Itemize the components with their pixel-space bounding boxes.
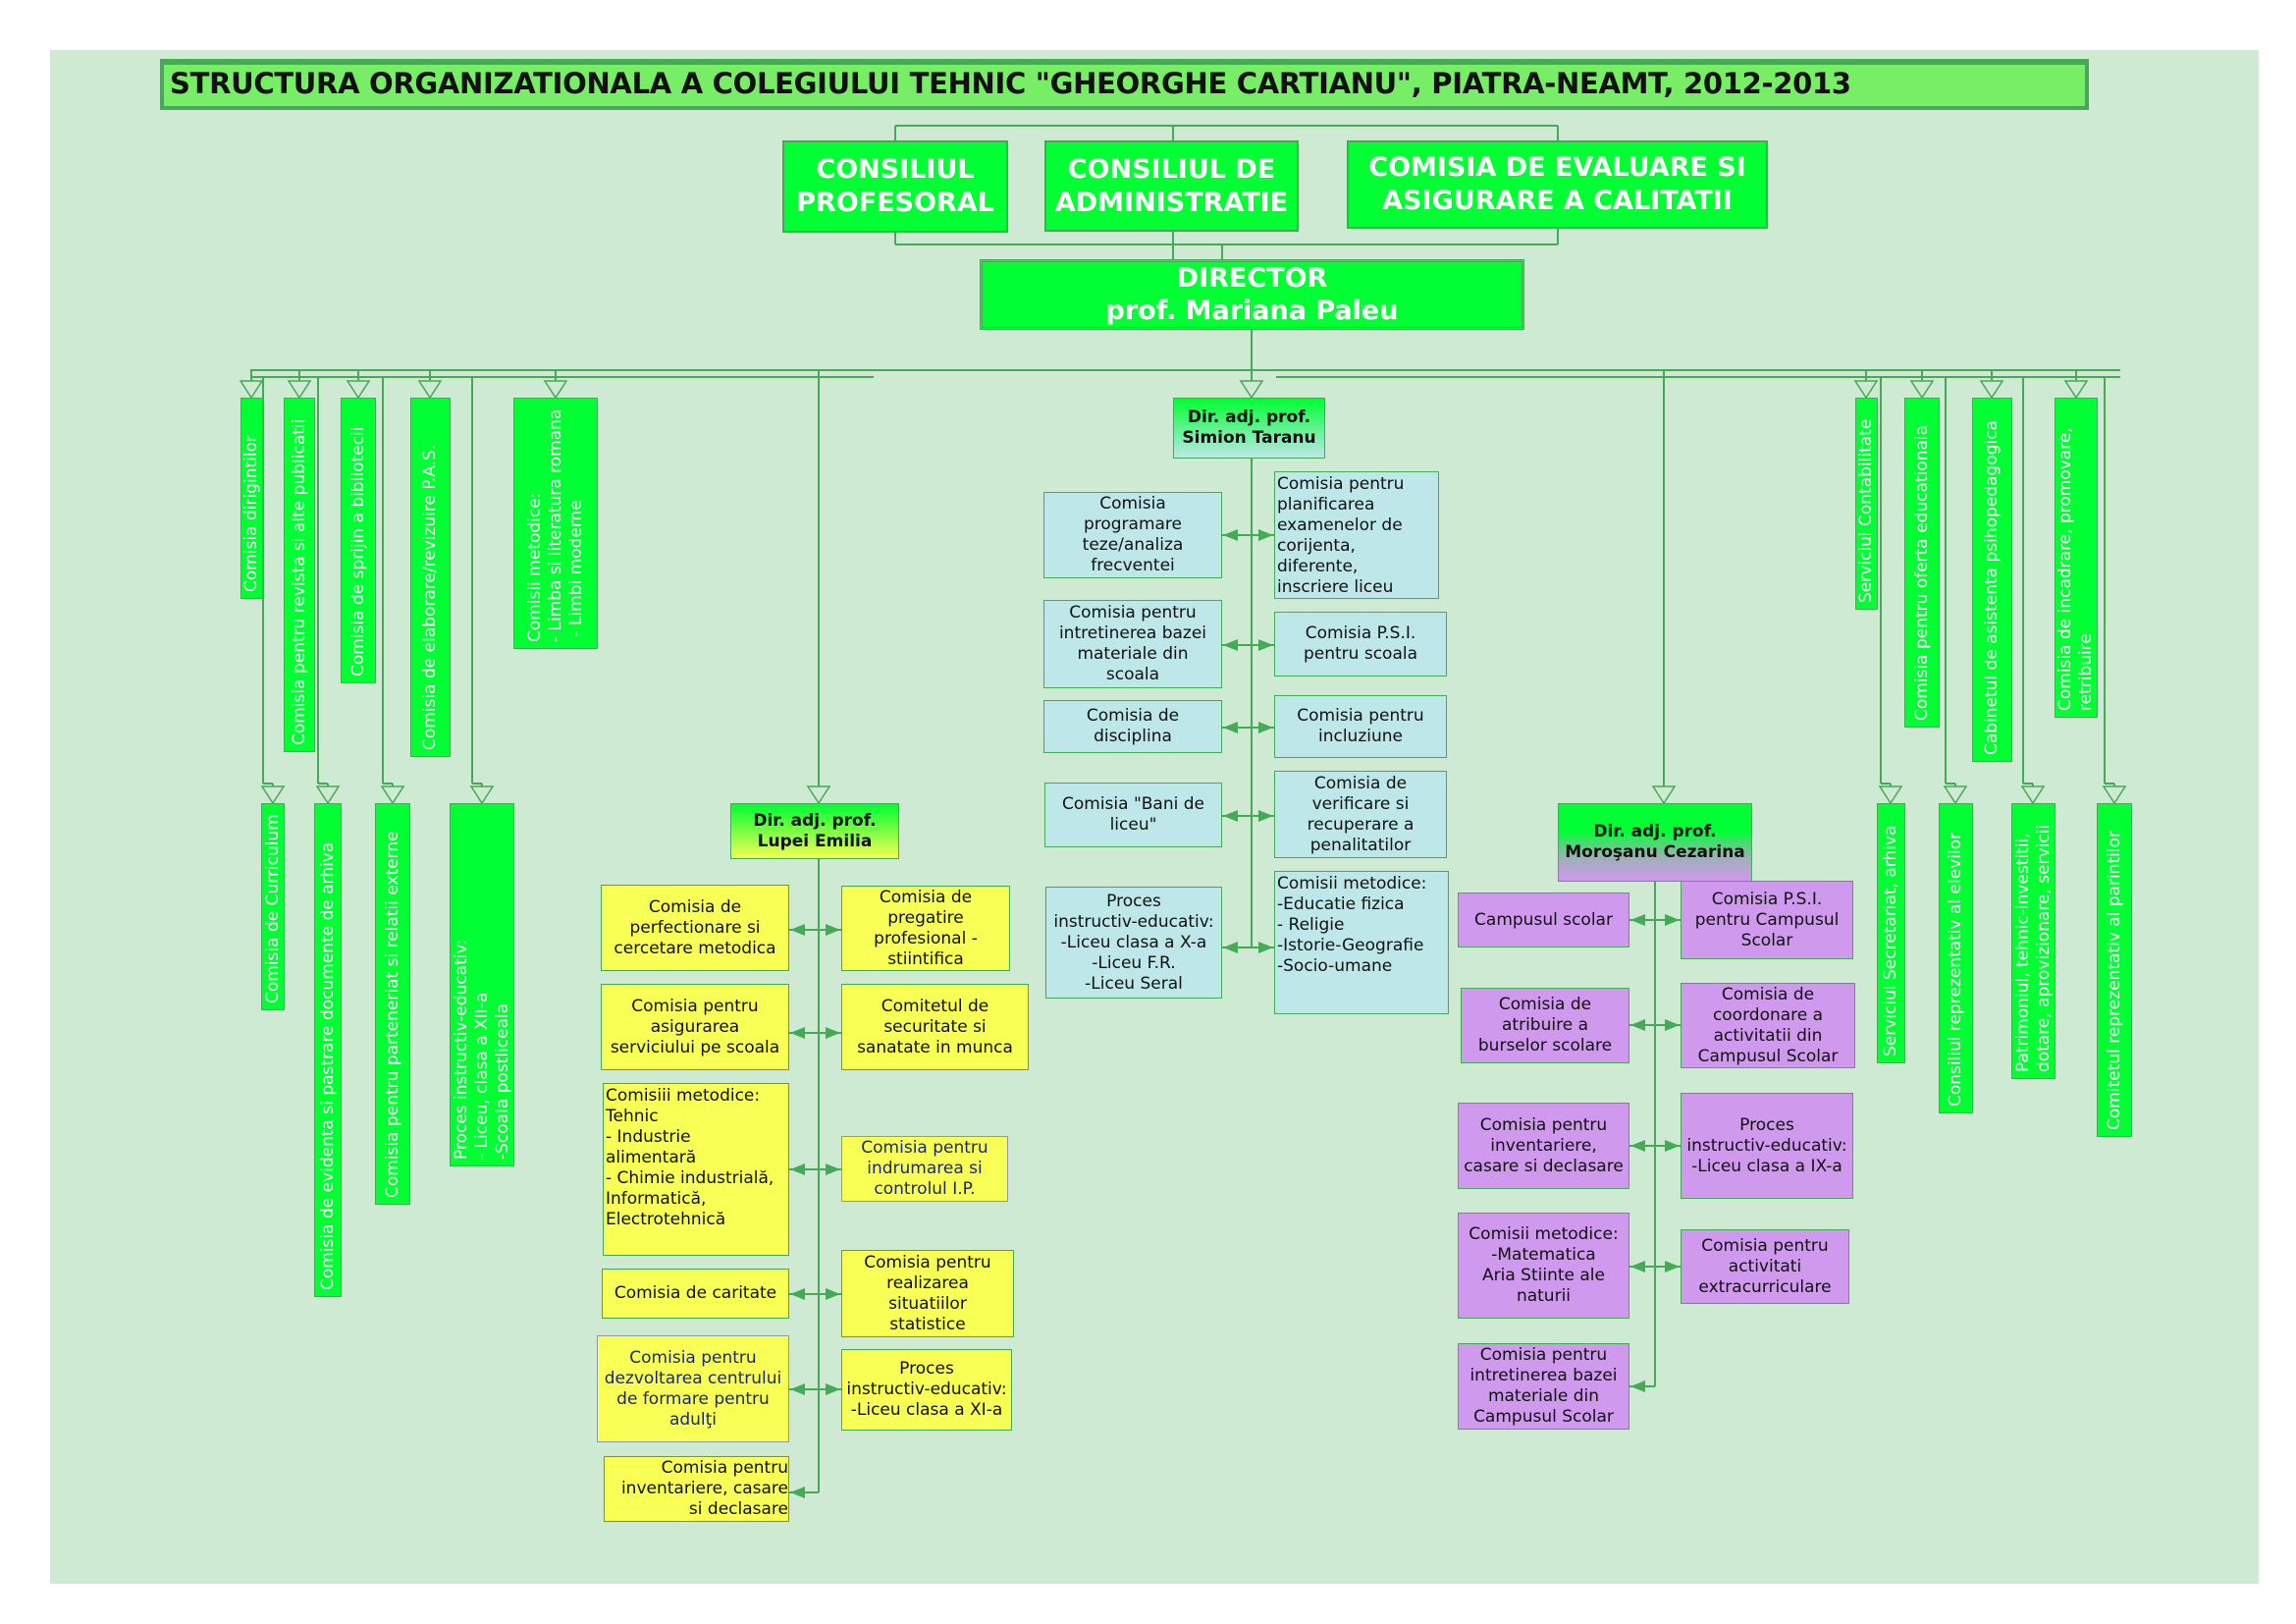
council-administratie[interactable]: CONSILIUL DE ADMINISTRATIE	[1044, 140, 1299, 232]
committee-label: Comisia de evidenta si pastrare document…	[318, 841, 338, 1290]
lupei-right-2[interactable]: Comitetul de securitate si sanatate in m…	[841, 984, 1029, 1070]
chart-title: STRUCTURA ORGANIZATIONALA A COLEGIULUI T…	[170, 67, 1851, 100]
lupei-left-2[interactable]: Comisia pentru asigurarea serviciului pe…	[601, 984, 789, 1070]
taranu-left-1[interactable]: Comisia programare teze/analiza frecvent…	[1043, 492, 1222, 578]
morosanu-left-3[interactable]: Comisia pentru inventariere, casare si d…	[1458, 1103, 1629, 1189]
morosanu-left-5[interactable]: Comisia pentru intretinerea bazei materi…	[1458, 1343, 1629, 1430]
lupei-right-1[interactable]: Comisia de pregatire profesional - stiin…	[841, 886, 1010, 971]
deputy-name: Simion Taranu	[1182, 428, 1316, 448]
committee-revista[interactable]: Comisia pentru revista si alte publicati…	[284, 398, 315, 752]
chart-title-banner: STRUCTURA ORGANIZATIONALA A COLEGIULUI T…	[160, 59, 2089, 110]
taranu-right-4[interactable]: Comisia de verificare si recuperare a pe…	[1274, 771, 1447, 858]
committee-label: Cabinetul de asistenta psihopedagogica	[1982, 420, 2002, 755]
council-evaluare-calitate[interactable]: COMISIA DE EVALUARE SI ASIGURARE A CALIT…	[1347, 140, 1768, 229]
committee-label: Comisia de Curriculum	[263, 814, 283, 1003]
taranu-left-3[interactable]: Comisia de disciplina	[1043, 700, 1222, 753]
morosanu-right-1[interactable]: Comisia P.S.I. pentru Campusul Scolar	[1681, 881, 1853, 959]
service-secretariat[interactable]: Serviciul Secretariat, arhiva	[1877, 803, 1905, 1063]
deputy-title: Dir. adj. prof.	[753, 810, 877, 831]
committee-pas[interactable]: Comisia de elaborare/revizuire P.A.S.	[410, 398, 451, 757]
morosanu-left-1[interactable]: Campusul scolar	[1458, 893, 1629, 947]
committee-label: Comisia de sprijin a bibliotecii	[348, 426, 368, 677]
council-elevi[interactable]: Consiliul reprezentativ al elevilor	[1939, 803, 1973, 1113]
morosanu-left-2[interactable]: Comisia de atribuire a burselor scolare	[1461, 988, 1629, 1063]
committee-curriculum[interactable]: Comisia de Curriculum	[261, 803, 285, 1010]
morosanu-right-2[interactable]: Comisia de coordonare a activitatii din …	[1681, 983, 1855, 1068]
committee-biblioteca[interactable]: Comisia de sprijin a bibliotecii	[341, 398, 376, 683]
cabinet-psihopedagogic[interactable]: Cabinetul de asistenta psihopedagogica	[1972, 398, 2012, 762]
committee-label: Comisia dirigintilor	[241, 435, 261, 592]
committee-label: Comisia de elaborare/revizuire P.A.S.	[420, 444, 440, 750]
lupei-right-4[interactable]: Comisia pentru realizarea situatiilor st…	[841, 1250, 1014, 1337]
morosanu-right-4[interactable]: Comisia pentru activitati extracurricula…	[1681, 1229, 1849, 1304]
taranu-right-3[interactable]: Comisia pentru incluziune	[1274, 695, 1447, 758]
director-name: prof. Mariana Paleu	[1105, 296, 1399, 326]
lupei-right-3[interactable]: Comisia pentru indrumarea si controlul I…	[841, 1136, 1008, 1202]
committee-oferta[interactable]: Comisia pentru oferta educationala	[1904, 398, 1940, 728]
deputy-name: Moroşanu Cezarina	[1565, 842, 1745, 862]
lupei-left-4[interactable]: Comisia de caritate	[602, 1269, 789, 1319]
director-role: DIRECTOR	[1176, 263, 1328, 294]
service-contabilitate[interactable]: Serviciul Contabilitate	[1855, 398, 1878, 610]
deputy-title: Dir. adj. prof.	[1187, 407, 1311, 427]
taranu-left-5[interactable]: Proces instructiv-educativ: -Liceu clasa…	[1045, 887, 1222, 999]
committee-label: Serviciul Secretariat, arhiva	[1881, 825, 1900, 1056]
taranu-left-4[interactable]: Comisia "Bani de liceu"	[1044, 783, 1222, 847]
lupei-left-5[interactable]: Comisia pentru dezvoltarea centrului de …	[597, 1335, 789, 1442]
patrimoniu[interactable]: Patrimoniul, tehnic-investitii, dotare, …	[2011, 803, 2056, 1079]
deputy-morosanu[interactable]: Dir. adj. prof. Moroşanu Cezarina	[1558, 803, 1752, 882]
committee-label: Comisia pentru parteneriat si relatii ex…	[383, 831, 402, 1198]
deputy-name: Lupei Emilia	[757, 831, 873, 851]
committee-label: Comisia pentru revista si alte publicati…	[290, 418, 309, 745]
committee-label: Consiliul reprezentativ al elevilor	[1946, 832, 1965, 1107]
committee-label: Patrimoniul, tehnic-investitii, dotare, …	[2013, 824, 2054, 1072]
deputy-title: Dir. adj. prof.	[1593, 822, 1717, 841]
committee-parinti[interactable]: Comitetul reprezentativ al parintilor	[2097, 803, 2132, 1137]
committee-label: Comisia de incadrare, promovare, retribu…	[2056, 427, 2096, 711]
committee-parteneriat[interactable]: Comisia pentru parteneriat si relatii ex…	[375, 803, 410, 1205]
committee-metodice-limbi[interactable]: Comisii metodice: - Limba si literatura …	[513, 398, 598, 649]
committee-label: Comisii metodice: - Limba si literatura …	[525, 408, 586, 642]
taranu-right-1[interactable]: Comisia pentru planificarea examenelor d…	[1274, 471, 1439, 599]
deputy-taranu[interactable]: Dir. adj. prof. Simion Taranu	[1173, 398, 1325, 459]
council-profesoral[interactable]: CONSILIUL PROFESORAL	[782, 140, 1008, 233]
lupei-left-1[interactable]: Comisia de perfectionare si cercetare me…	[601, 885, 789, 971]
committee-incadrare[interactable]: Comisia de incadrare, promovare, retribu…	[2055, 398, 2098, 718]
lupei-left-6[interactable]: Comisia pentru inventariere, casare si d…	[604, 1456, 789, 1522]
committee-arhiva[interactable]: Comisia de evidenta si pastrare document…	[314, 803, 342, 1297]
morosanu-right-3[interactable]: Proces instructiv-educativ: -Liceu clasa…	[1681, 1093, 1853, 1199]
taranu-right-2[interactable]: Comisia P.S.I. pentru scoala	[1274, 612, 1447, 677]
committee-label: Proces instructiv-educativ: - Liceu, cla…	[452, 939, 512, 1160]
committee-label: Comitetul reprezentativ al parintilor	[2105, 830, 2124, 1130]
committee-label: Comisia pentru oferta educationala	[1912, 424, 1932, 721]
director-box[interactable]: DIRECTOR prof. Mariana Paleu	[980, 259, 1524, 330]
deputy-lupei[interactable]: Dir. adj. prof. Lupei Emilia	[730, 803, 899, 859]
lupei-left-3[interactable]: Comisiii metodice: Tehnic - Industrie al…	[603, 1083, 789, 1256]
committee-diriginti[interactable]: Comisia dirigintilor	[240, 398, 263, 599]
morosanu-left-4[interactable]: Comisii metodice: -Matematica Aria Stiin…	[1458, 1213, 1629, 1319]
taranu-left-2[interactable]: Comisia pentru intretinerea bazei materi…	[1043, 600, 1222, 688]
taranu-right-5[interactable]: Comisii metodice: -Educatie fizica - Rel…	[1274, 871, 1449, 1014]
lupei-right-5[interactable]: Proces instructiv-educativ: -Liceu clasa…	[841, 1349, 1012, 1431]
committee-proces-xii[interactable]: Proces instructiv-educativ: - Liceu, cla…	[450, 803, 514, 1166]
committee-label: Serviciul Contabilitate	[1856, 418, 1876, 603]
